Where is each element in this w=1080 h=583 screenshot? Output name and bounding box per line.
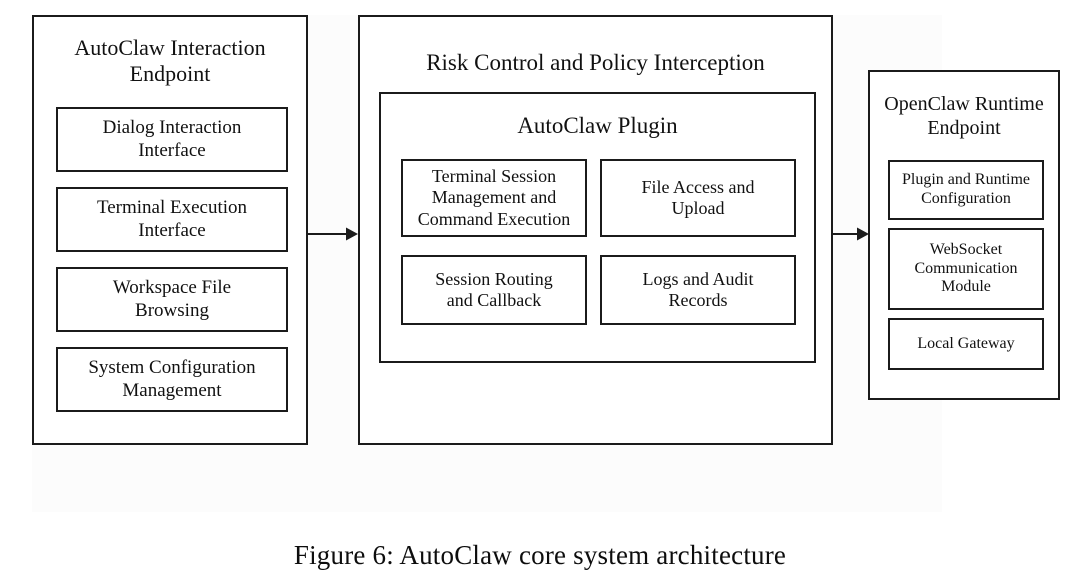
box-label: Workspace File Browsing [112,277,232,321]
group-autoclaw-plugin-title: AutoClaw Plugin [517,113,678,138]
panel-autoclaw-interaction-endpoint: AutoClaw Interaction Endpoint Dialog Int… [32,15,308,445]
box-label: Local Gateway [917,334,1015,352]
panel-right-title: OpenClaw Runtime Endpoint [884,93,1044,139]
box-local-gateway: Local Gateway [888,318,1044,370]
group-autoclaw-plugin: AutoClaw Plugin Terminal Session Managem… [379,92,816,363]
box-system-configuration-management: System Configuration Management [56,347,288,412]
box-dialog-interaction-interface: Dialog Interaction Interface [56,107,288,172]
box-label: File Access and Upload [641,176,755,218]
box-plugin-and-runtime-configuration: Plugin and Runtime Configuration [888,160,1044,220]
box-websocket-communication-module: WebSocket Communication Module [888,228,1044,310]
box-label: Plugin and Runtime Configuration [902,171,1030,207]
box-workspace-file-browsing: Workspace File Browsing [56,267,288,332]
arrow-left-to-center [308,226,358,242]
panel-left-title: AutoClaw Interaction Endpoint [74,35,266,87]
box-logs-and-audit-records: Logs and Audit Records [600,255,796,325]
box-label: Session Routing and Callback [435,268,553,310]
box-label: Dialog Interaction Interface [102,117,242,161]
box-label: System Configuration Management [88,357,256,401]
box-label: WebSocket Communication Module [914,240,1018,296]
box-terminal-session-management-and-command-execution: Terminal Session Management and Command … [401,159,587,237]
arrow-center-to-right [833,226,869,242]
box-label: Terminal Execution Interface [96,197,248,241]
box-label: Terminal Session Management and Command … [417,166,571,229]
box-session-routing-and-callback: Session Routing and Callback [401,255,587,325]
box-file-access-and-upload: File Access and Upload [600,159,796,237]
panel-center-title: Risk Control and Policy Interception [426,50,765,75]
panel-risk-control-and-policy-interception: Risk Control and Policy Interception Aut… [358,15,833,445]
figure-caption: Figure 6: AutoClaw core system architect… [293,540,787,570]
box-label: Logs and Audit Records [642,268,754,310]
panel-openclaw-runtime-endpoint: OpenClaw Runtime Endpoint Plugin and Run… [868,70,1060,400]
box-terminal-execution-interface: Terminal Execution Interface [56,187,288,252]
